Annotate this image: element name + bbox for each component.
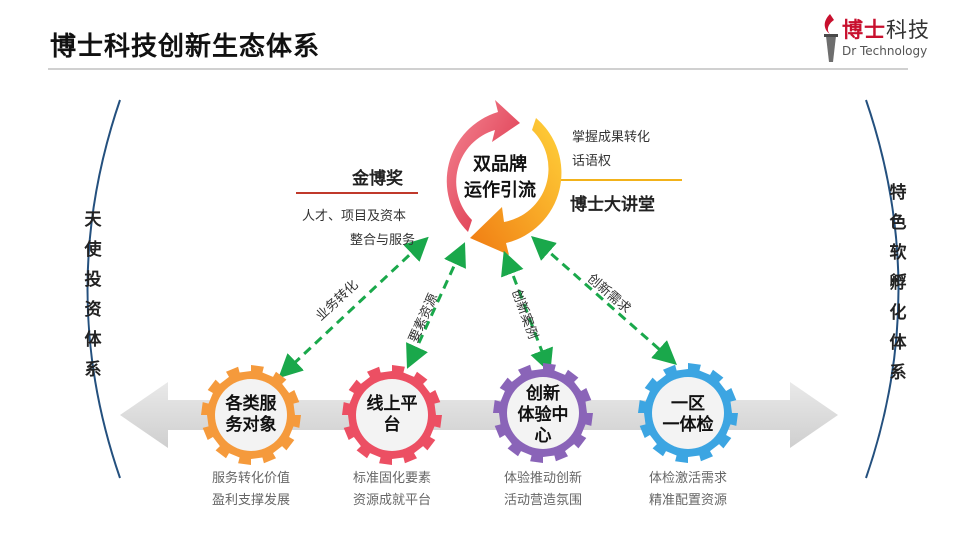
brand-right-desc-2: 话语权 — [572, 154, 612, 169]
brand-right-desc-1: 掌握成果转化 — [572, 130, 651, 145]
logo-accent-text: 科技 — [886, 18, 930, 42]
node-caption-4: 体检激活需求精准配置资源 — [648, 471, 727, 508]
node-face-4 — [652, 377, 724, 449]
node-label-3: 创新体验中心 — [517, 384, 569, 446]
cycle-arrow-red — [446, 100, 520, 232]
logo-icon — [824, 14, 838, 62]
node-caption-1: 服务转化价值盈利支撑发展 — [211, 471, 290, 508]
node-face-2 — [356, 379, 428, 451]
node-face-1 — [215, 379, 287, 451]
brand-left-name: 金博奖 — [352, 169, 403, 189]
title-divider — [48, 68, 908, 70]
node-gears — [201, 363, 738, 465]
platform-band — [120, 382, 838, 448]
node-caption-2: 标准固化要素资源成就平台 — [352, 471, 431, 508]
link-line-1 — [278, 236, 429, 379]
right-bracket — [865, 99, 900, 479]
page-title: 博士科技创新生态体系 — [50, 32, 321, 62]
node-caption-3: 体验推动创新活动营造氛围 — [503, 471, 582, 508]
center-label: 双品牌 运作引流 — [452, 152, 548, 204]
cycle-arrow-orange — [470, 118, 562, 255]
link-line-2 — [406, 242, 466, 369]
node-label-2: 线上平台 — [366, 394, 418, 435]
center-line-1: 双品牌 — [473, 154, 527, 175]
node-label-1: 各类服务对象 — [225, 394, 277, 435]
logo-main-text: 博士 — [842, 18, 886, 42]
node-face-3 — [507, 377, 579, 449]
logo-wordmark: 博士科技 — [842, 14, 930, 44]
node-label-4: 一区一体检 — [662, 394, 714, 435]
brand-right-name: 博士大讲堂 — [570, 195, 655, 215]
logo-subtitle: Dr Technology — [842, 44, 928, 58]
brand-left-desc-2: 整合与服务 — [350, 233, 416, 248]
center-line-2: 运作引流 — [464, 180, 536, 201]
brand-left-desc-1: 人才、项目及资本 — [302, 209, 407, 224]
left-bracket — [86, 99, 121, 479]
link-line-3 — [501, 250, 553, 374]
link-line-4 — [531, 236, 677, 365]
right-system-label: 特色软孵化体系 — [889, 183, 907, 383]
left-system-label: 天使投资体系 — [84, 210, 102, 380]
